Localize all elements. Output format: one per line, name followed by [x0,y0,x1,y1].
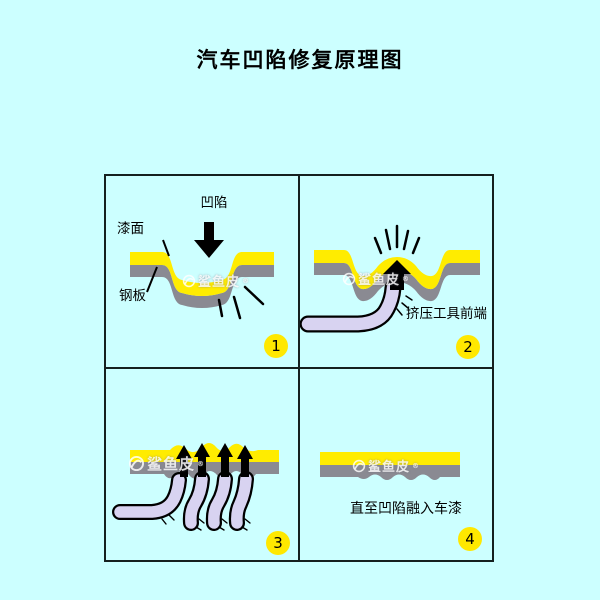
step-badge-4: 4 [458,527,482,551]
step-badge-1: 1 [264,334,288,358]
panel-1-dent: 凹陷 漆面 钢板 鲨鱼皮® 1 [106,176,298,367]
watermark-brand: 鲨鱼皮 [147,455,196,473]
circle-swoosh-logo-icon [182,274,196,287]
push-arrows-up [176,443,253,477]
tool-hatch-marks [396,295,413,316]
watermark-brand: 鲨鱼皮 [358,273,401,288]
circle-swoosh-logo-icon [352,459,366,472]
steel-leader-line [146,266,158,293]
circle-swoosh-logo-icon [342,272,356,285]
paint-layer [130,252,274,296]
grid-horizontal-divider [106,367,492,369]
panel-2-tool-push: 挤压工具前端 鲨鱼皮® 2 [300,176,492,367]
watermark-reg: ® [412,461,421,470]
watermark: 鲨鱼皮® [352,456,420,475]
steel-layer [314,263,480,302]
impact-rays [217,285,265,320]
paint-surface-label: 漆面 [117,221,144,237]
result-caption: 直至凹陷融入车漆 [350,501,462,517]
panel-grid: 凹陷 漆面 钢板 鲨鱼皮® 1 [104,174,494,562]
watermark-reg: ® [402,274,411,283]
watermark: 鲨鱼皮® [342,269,410,288]
steel-plate-label: 钢板 [119,288,146,304]
impact-arrow-down-icon [194,222,224,258]
panel-4-finished: 鲨鱼皮® 直至凹陷融入车漆 4 [300,369,492,560]
repair-tool [300,279,402,333]
watermark: 鲨鱼皮® [128,453,205,474]
panel-3-multi-push: 鲨鱼皮® 3 [106,369,298,560]
panel-3-illustration [112,443,279,531]
page-title: 汽车凹陷修复原理图 [196,48,404,72]
tool-hatch-marks [161,514,251,531]
shine-rays [373,224,421,255]
watermark-brand: 鲨鱼皮 [198,275,241,290]
panel-2-illustration [300,224,480,333]
repair-tools [112,471,254,531]
step-badge-3: 3 [266,531,290,555]
watermark: 鲨鱼皮® [182,271,250,290]
dent-label: 凹陷 [200,195,228,211]
paint-leader-line [162,239,170,257]
circle-swoosh-logo-icon [128,455,145,472]
watermark-reg: ® [242,276,251,285]
watermark-reg: ® [197,459,206,468]
watermark-brand: 鲨鱼皮 [368,460,411,475]
push-arrow-up-icon [383,260,411,290]
step-badge-2: 2 [456,335,480,359]
tool-tip-label: 挤压工具前端 [406,306,487,322]
panel-1-illustration [130,222,274,320]
steel-layer [130,265,274,308]
